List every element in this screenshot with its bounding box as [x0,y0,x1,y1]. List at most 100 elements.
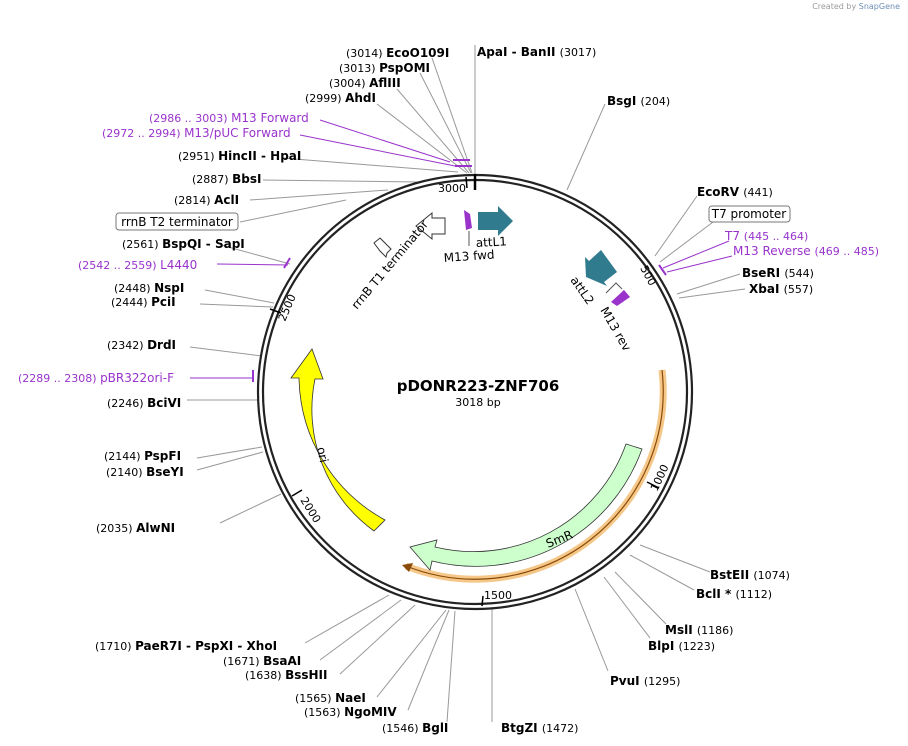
enzyme-name: MslI [665,623,697,637]
t7-site [658,264,667,276]
enzyme-label[interactable]: (2951) HincII - HpaI [178,149,301,163]
enzyme-label[interactable]: (2035) AlwNI [96,521,175,535]
enzyme-label[interactable]: BsgI (204) [607,94,670,108]
enzyme-position: (3004) [329,77,369,90]
enzyme-label[interactable]: (1565) NaeI [295,691,366,705]
tick-label-3000: 3000 [438,182,466,195]
enzyme-label[interactable]: (2444) PciI [111,295,176,309]
enzyme-label[interactable]: BseRI (544) [742,266,814,280]
enzyme-position: (1186) [697,624,734,637]
enzyme-label[interactable]: (2561) BspQI - SapI [122,237,245,251]
tick-label-1500: 1500 [484,589,512,602]
ori-label: ori [314,446,331,464]
enzyme-label[interactable]: (1638) BssHII [245,668,327,682]
m13-fwd-feature[interactable] [464,210,472,230]
enzyme-position: (2951) [178,150,218,163]
enzyme-label[interactable]: MslI (1186) [665,623,733,637]
primer-name: pBR322ori-F [100,371,174,385]
enzyme-label[interactable]: PvuI (1295) [610,674,680,688]
enzyme-label[interactable]: (2448) NspI [114,281,184,295]
enzyme-label[interactable]: BclI * (1112) [696,587,772,601]
enzyme-position: (3017) [560,46,597,59]
enzyme-name: BseYI [146,465,184,479]
enzyme-position: (557) [784,283,814,296]
enzyme-name: AclI [214,193,239,207]
insert-line [405,369,664,580]
enzyme-label[interactable]: (2999) AhdI [305,91,376,105]
enzyme-label[interactable]: (3004) AflIII [329,76,401,90]
enzyme-label[interactable]: (1546) BglI [382,721,448,735]
primer-position: (2986 .. 3003) [149,112,231,125]
enzyme-position: (1112) [735,588,772,601]
enzyme-position: (2814) [174,194,214,207]
enzyme-label[interactable]: BlpI (1223) [648,639,715,653]
enzyme-name: ApaI - BanII [477,45,560,59]
rrnb-t2-feature[interactable] [373,237,392,258]
tick-marks [269,176,660,607]
primer-position: (2289 .. 2308) [18,372,100,385]
enzyme-name: BsaAI [263,654,301,668]
primer-name: M13 Forward [231,111,309,125]
enzyme-label[interactable]: (2887) BbsI [192,172,261,186]
enzyme-position: (3014) [346,47,386,60]
enzyme-name: AlwNI [136,521,175,535]
m13-rev-label: M13 rev [597,305,633,354]
enzyme-position: (2999) [305,92,345,105]
snapgene-logo: SnapGene [858,2,900,11]
m13-rev-feature[interactable] [611,290,630,306]
enzyme-position: (2444) [111,296,151,309]
primer-label[interactable]: (2289 .. 2308) pBR322ori-F [18,371,174,385]
enzyme-label[interactable]: (2342) DrdI [107,338,176,352]
insert-arrowhead [402,563,413,572]
enzyme-label[interactable]: (1710) PaeR7I - PspXI - XhoI [95,639,277,653]
primer-label[interactable]: (2986 .. 3003) M13 Forward [149,111,309,125]
enzyme-position: (1295) [644,675,681,688]
t7-promoter-label: T7 promoter [711,207,787,221]
primer-name: T7 [724,229,744,243]
enzyme-position: (1472) [542,722,579,735]
enzyme-labels: (3014) EcoO109I(3013) PspOMI(3004) AflII… [95,45,814,735]
enzyme-label[interactable]: (2246) BciVI [107,396,181,410]
enzyme-label[interactable]: (1671) BsaAI [223,654,301,668]
enzyme-name: BseRI [742,266,784,280]
enzyme-label[interactable]: (2144) PspFI [104,449,181,463]
primer-label[interactable]: T7 (445 .. 464) [724,229,808,243]
enzyme-position: (1671) [223,655,263,668]
enzyme-name: EcoRV [697,185,743,199]
tick-label-500: 500 [637,263,658,288]
enzyme-name: PaeR7I - PspXI - XhoI [135,639,277,653]
credit-prefix: Created by [812,2,857,11]
primer-position: (445 .. 464) [744,230,809,243]
ori-feature[interactable] [290,348,386,532]
enzyme-position: (1710) [95,640,135,653]
enzyme-label[interactable]: ApaI - BanII (3017) [477,45,596,59]
enzyme-label[interactable]: (3014) EcoO109I [346,46,449,60]
enzyme-position: (2246) [107,397,147,410]
smr-feature[interactable] [409,443,643,571]
enzyme-name: XbaI [749,282,784,296]
enzyme-label[interactable]: BtgZI (1472) [501,721,578,735]
enzyme-label[interactable]: BstEII (1074) [710,568,790,582]
enzyme-name: PspOMI [379,61,430,75]
enzyme-label[interactable]: (2814) AclI [174,193,239,207]
attl2-feature[interactable] [585,250,617,286]
primer-name: M13/pUC Forward [184,126,291,140]
enzyme-label[interactable]: EcoRV (441) [697,185,773,199]
enzyme-position: (2342) [107,339,147,352]
enzyme-position: (2035) [96,522,136,535]
enzyme-position: (2144) [104,450,144,463]
smr-label: SmR [544,527,575,550]
attl1-feature[interactable] [478,206,513,236]
rrnb-t1-label: rrnB T1 terminator [349,217,432,312]
enzyme-label[interactable]: (3013) PspOMI [339,61,430,75]
enzyme-label[interactable]: XbaI (557) [749,282,813,296]
enzyme-name: PciI [151,295,176,309]
enzyme-position: (1565) [295,692,335,705]
enzyme-label[interactable]: (2140) BseYI [106,465,184,479]
enzyme-label[interactable]: (1563) NgoMIV [304,705,397,719]
rrnb-t1-feature[interactable] [415,211,446,241]
primer-label[interactable]: M13 Reverse (469 .. 485) [733,244,879,258]
primer-label[interactable]: (2972 .. 2994) M13/pUC Forward [102,126,291,140]
primer-label[interactable]: (2542 .. 2559) L4440 [78,258,197,272]
